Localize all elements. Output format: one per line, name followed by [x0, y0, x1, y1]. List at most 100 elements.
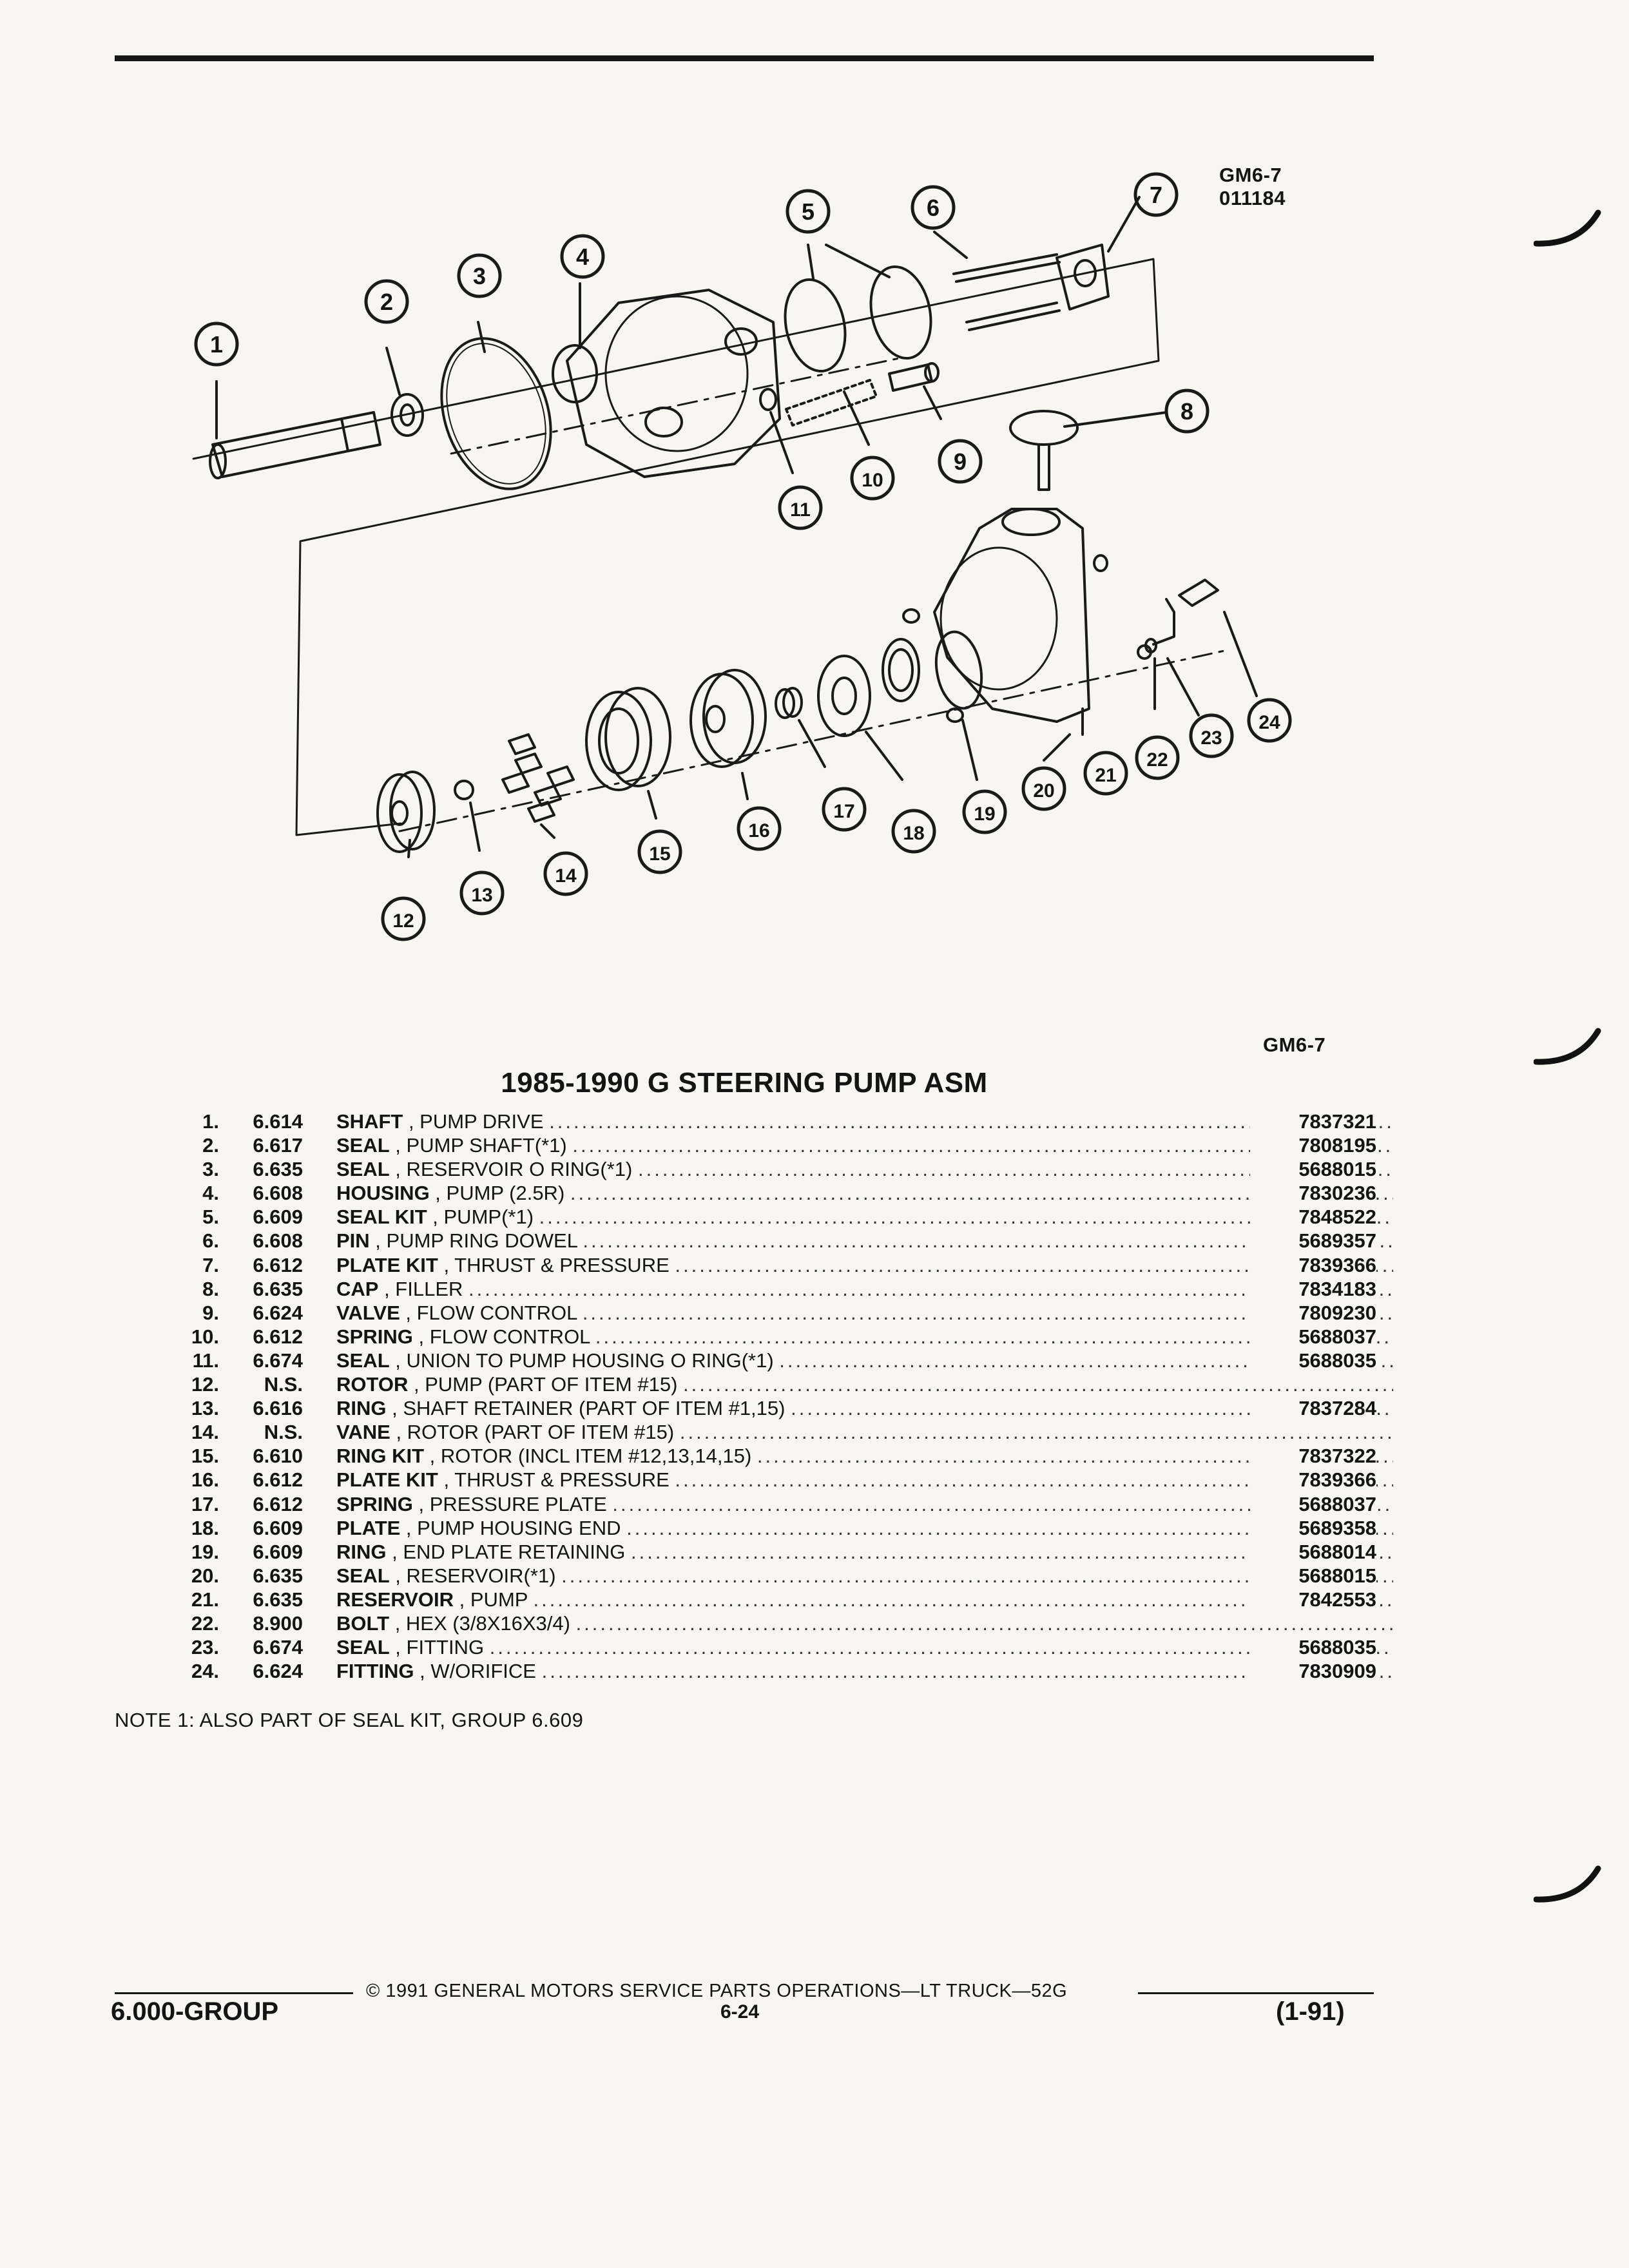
- part-detail: , END PLATE RETAINING: [386, 1540, 626, 1563]
- callout-19: 19: [974, 803, 995, 825]
- group-number: 6.608: [253, 1229, 303, 1253]
- part-description: SHAFT , PUMP DRIVE .....................…: [336, 1110, 1393, 1133]
- footer-rule: [1138, 1992, 1374, 1994]
- group-number: 8.900: [253, 1611, 303, 1635]
- part-number: 7842553: [1250, 1587, 1376, 1611]
- part-name: RESERVOIR: [336, 1588, 454, 1611]
- callout-8-circle: [1164, 389, 1210, 434]
- callout-21-circle: [1083, 751, 1128, 796]
- part-name: BOLT: [336, 1611, 390, 1635]
- callout-1-circle: [194, 322, 239, 367]
- dot-leader: ........................................…: [468, 1277, 1393, 1300]
- group-number: N.S.: [264, 1421, 303, 1444]
- callout-23: 23: [1200, 727, 1222, 749]
- part-detail: , HEX (3/8X16X3/4): [389, 1611, 570, 1635]
- part-number: 7809230: [1250, 1300, 1376, 1325]
- part-description: RING KIT , ROTOR (INCL ITEM #12,13,14,15…: [336, 1444, 1393, 1468]
- margin-mark: [1534, 209, 1601, 247]
- pump-housing-shape: [566, 289, 781, 478]
- part-number: 5688015: [1250, 1563, 1376, 1588]
- part-description: PIN , PUMP RING DOWEL ..................…: [336, 1229, 1393, 1253]
- item-number: 5.: [202, 1206, 219, 1229]
- part-name: PIN: [336, 1229, 370, 1253]
- part-number: 7830909: [1250, 1659, 1376, 1684]
- part-description: VANE , ROTOR (PART OF ITEM #15) ........…: [336, 1420, 1393, 1444]
- item-number: 12.: [191, 1373, 219, 1396]
- callout-18: 18: [903, 823, 924, 844]
- part-number: 5689357: [1250, 1229, 1376, 1253]
- item-number: 4.: [202, 1182, 219, 1205]
- callout-14: 14: [555, 865, 577, 887]
- top-rule: [115, 55, 1374, 61]
- part-name: HOUSING: [336, 1182, 430, 1205]
- item-number: 19.: [191, 1540, 219, 1563]
- part-detail: , W/ORIFICE: [414, 1660, 536, 1683]
- part-detail: , FLOW CONTROL: [400, 1301, 577, 1324]
- figure-code: GM6-7: [1219, 164, 1282, 186]
- callout-5-circle: [786, 189, 831, 234]
- callout-18-circle: [891, 809, 936, 854]
- part-number: 5688037: [1250, 1324, 1376, 1349]
- part-detail: , PUMP (2.5R): [429, 1182, 565, 1205]
- item-number: 14.: [191, 1421, 219, 1444]
- dot-leader: ........................................…: [533, 1588, 1393, 1611]
- group-number: 6.635: [253, 1277, 303, 1300]
- item-number: 23.: [191, 1636, 219, 1659]
- footer-group: 6.000-GROUP: [111, 1997, 279, 2026]
- part-detail: , PUMP RING DOWEL: [369, 1229, 577, 1253]
- part-name: PLATE: [336, 1516, 401, 1539]
- part-name: SEAL KIT: [336, 1206, 427, 1229]
- group-number: 6.674: [253, 1349, 303, 1372]
- part-description: RESERVOIR , PUMP .......................…: [336, 1588, 1393, 1611]
- part-detail: , ROTOR (INCL ITEM #12,13,14,15): [424, 1445, 752, 1468]
- group-number: 6.635: [253, 1588, 303, 1611]
- part-name: PLATE KIT: [336, 1468, 438, 1492]
- part-description: FITTING , W/ORIFICE ....................…: [336, 1659, 1393, 1683]
- callout-23-circle: [1189, 713, 1234, 758]
- page-number: 6-24: [720, 2001, 760, 2023]
- callout-12-circle: [381, 896, 426, 941]
- item-number: 10.: [191, 1325, 219, 1348]
- callout-20: 20: [1033, 780, 1054, 802]
- part-number: 5688014: [1250, 1539, 1376, 1564]
- part-detail: , PUMP SHAFT(*1): [389, 1134, 567, 1157]
- callout-7: 7: [1150, 182, 1162, 208]
- item-number: 2.: [202, 1134, 219, 1157]
- dot-leader: ........................................…: [679, 1421, 1393, 1444]
- part-number: 7839366: [1250, 1253, 1376, 1277]
- part-name: SPRING: [336, 1325, 413, 1348]
- callout-2: 2: [380, 289, 393, 315]
- part-number: 5688035: [1250, 1635, 1376, 1660]
- part-detail: , RESERVOIR O RING(*1): [389, 1158, 633, 1181]
- group-number: 6.609: [253, 1206, 303, 1229]
- item-number: 13.: [191, 1397, 219, 1420]
- part-number: 5689358: [1250, 1515, 1376, 1540]
- group-number: 6.609: [253, 1540, 303, 1563]
- group-number: 6.612: [253, 1468, 303, 1492]
- part-description: SEAL , UNION TO PUMP HOUSING O RING(*1) …: [336, 1349, 1393, 1372]
- item-number: 21.: [191, 1588, 219, 1611]
- part-description: HOUSING , PUMP (2.5R) ..................…: [336, 1181, 1393, 1205]
- callout-3-circle: [457, 253, 502, 298]
- part-detail: , FITTING: [389, 1636, 485, 1659]
- part-number: 7808195: [1250, 1133, 1376, 1158]
- callout-24-circle: [1247, 698, 1292, 743]
- group-number: 6.624: [253, 1660, 303, 1683]
- item-number: 18.: [191, 1516, 219, 1539]
- group-number: N.S.: [264, 1373, 303, 1396]
- part-description: SEAL , FITTING .........................…: [336, 1635, 1393, 1659]
- part-description: BOLT , HEX (3/8X16X3/4) ................…: [336, 1611, 1393, 1635]
- callout-1: 1: [210, 331, 223, 358]
- group-number: 6.635: [253, 1564, 303, 1587]
- callout-6: 6: [927, 195, 940, 221]
- part-name: VALVE: [336, 1301, 400, 1324]
- part-name: SEAL: [336, 1134, 390, 1157]
